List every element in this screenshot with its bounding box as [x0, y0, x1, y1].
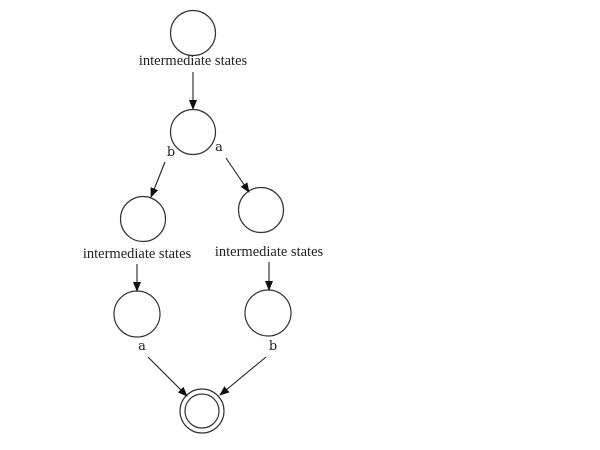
state-right-mid	[237, 186, 285, 234]
arrow-second-to-right-mid	[225, 157, 250, 193]
arrow-second-to-left-mid	[150, 161, 166, 198]
label-lower-left-a: a	[138, 339, 146, 354]
arrow-left-lower-to-accept	[147, 356, 188, 397]
label-branch-a: a	[215, 140, 223, 155]
label-right-mid-intermediate: intermediate states	[215, 244, 324, 260]
accepting-state-inner	[184, 393, 220, 429]
state-left-mid	[119, 195, 167, 243]
label-branch-b: b	[167, 145, 175, 160]
label-top-intermediate: intermediate states	[139, 53, 248, 69]
state-top	[169, 9, 217, 57]
accepting-state	[179, 388, 225, 434]
label-left-mid-intermediate: intermediate states	[83, 246, 192, 262]
state-second	[169, 108, 217, 156]
label-lower-right-b: b	[269, 339, 277, 354]
state-right-lower	[244, 289, 292, 337]
arrow-right-lower-to-accept	[219, 356, 267, 396]
state-left-lower	[113, 290, 161, 338]
